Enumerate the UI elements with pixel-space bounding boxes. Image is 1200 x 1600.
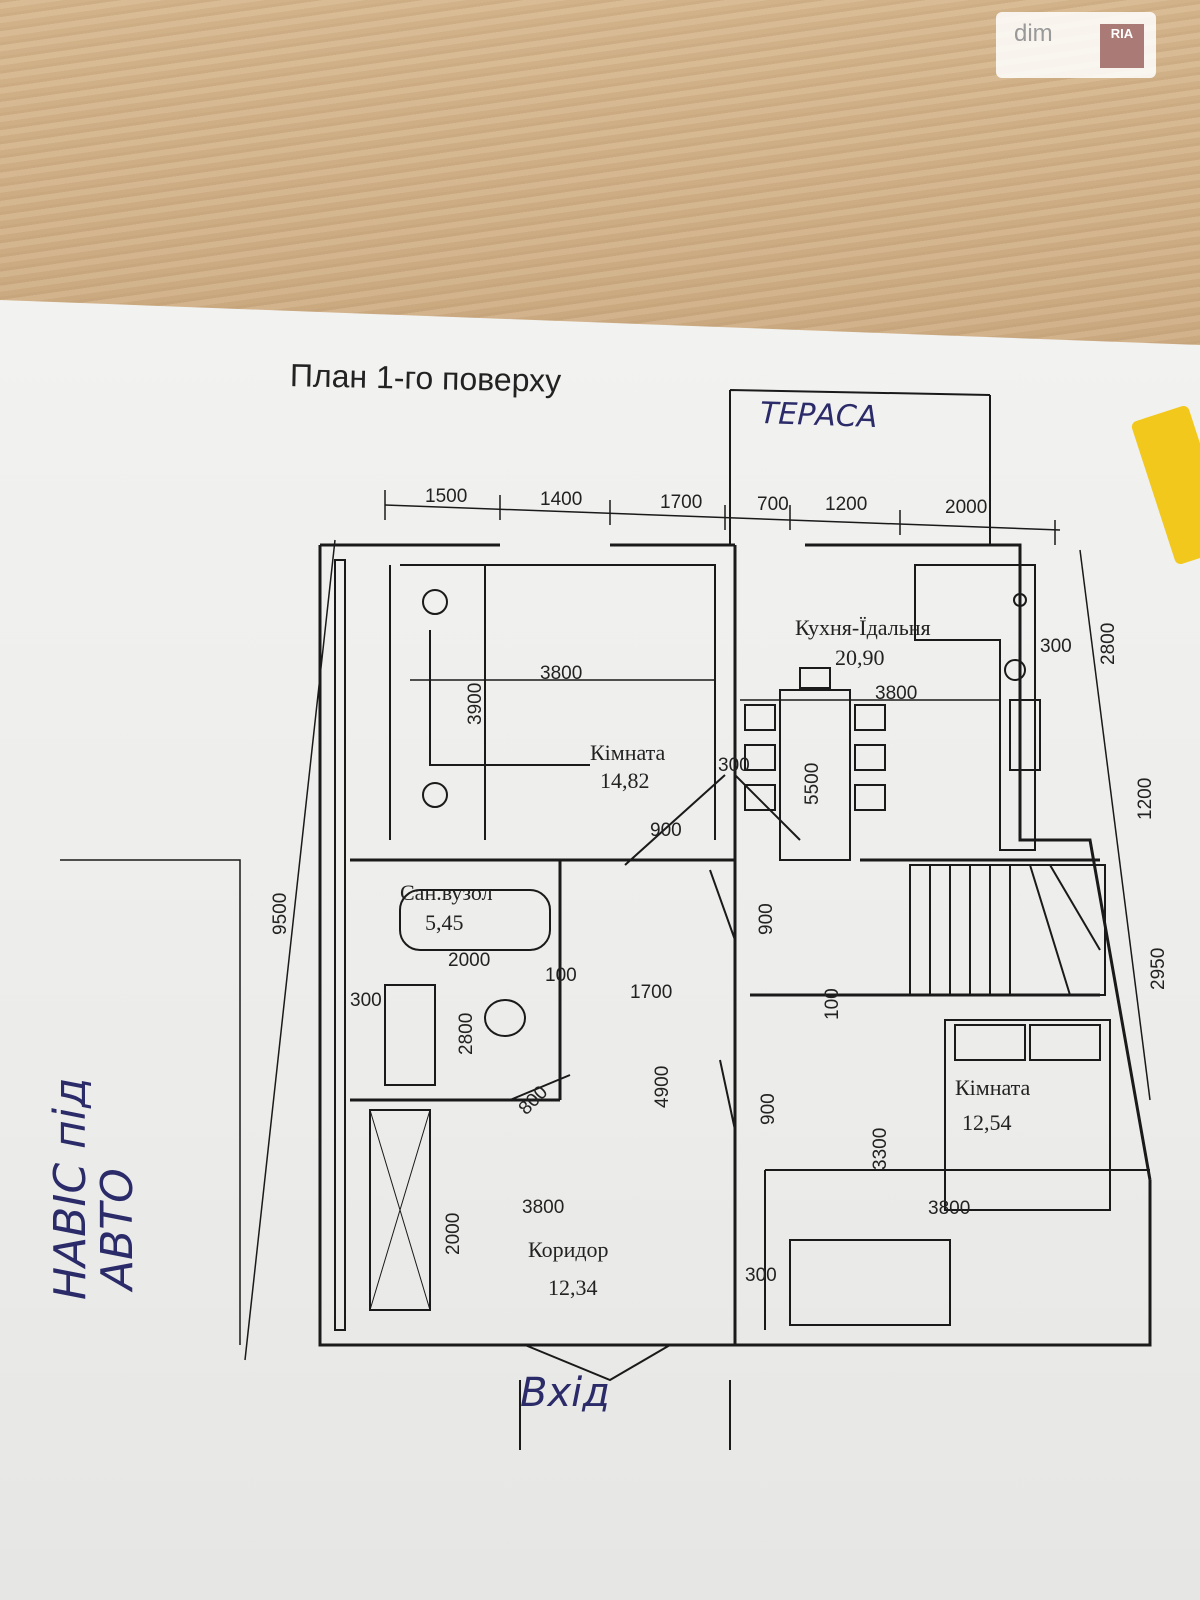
paper-sheet (0, 300, 1200, 1600)
watermark-badge: RIA (1100, 24, 1144, 68)
terrace-label: ТЕРАСА (759, 395, 878, 436)
dim-2000-closet: 2000 (443, 1212, 464, 1255)
carport-label-line2: АВТО (92, 1168, 143, 1290)
dim-3900: 3900 (465, 682, 486, 725)
dim-900-b: 900 (756, 903, 777, 935)
dim-2000-bath: 2000 (448, 950, 491, 971)
dim-top-3: 1700 (660, 492, 703, 513)
corridor-area: 12,34 (548, 1275, 598, 1300)
dim-300-d: 300 (745, 1265, 777, 1286)
dim-5500: 5500 (802, 762, 823, 805)
room1-area: 14,82 (600, 768, 650, 793)
dim-900-c: 900 (758, 1093, 779, 1125)
dim-100-a: 100 (545, 965, 577, 986)
entrance-label: Вхід (520, 1370, 610, 1416)
dim-300-c: 300 (350, 990, 382, 1011)
bath-name: Сан.вузол (400, 880, 493, 905)
dim-3800-kitchen: 3800 (875, 683, 918, 704)
dim-top-2: 1400 (540, 489, 583, 510)
dim-2800-right: 2800 (1098, 622, 1119, 665)
dim-1700: 1700 (630, 982, 673, 1003)
dim-1200-right: 1200 (1135, 777, 1156, 820)
kitchen-area: 20,90 (835, 645, 885, 670)
kitchen-name: Кухня-Їдальня (795, 615, 931, 640)
dim-3300: 3300 (870, 1127, 891, 1170)
dim-top-6: 2000 (945, 497, 988, 518)
carport-label-line1: НАВІС під (45, 1077, 96, 1300)
dim-100-b: 100 (822, 988, 843, 1020)
dim-2800-bath: 2800 (456, 1012, 477, 1055)
dim-300-b: 300 (1040, 636, 1072, 657)
room1-name: Кімната (590, 740, 666, 765)
watermark-text: dim (1014, 20, 1053, 47)
dim-4900: 4900 (652, 1065, 673, 1108)
dim-2950: 2950 (1148, 947, 1169, 990)
dim-3800-corridor: 3800 (522, 1197, 565, 1218)
room2-area: 12,54 (962, 1110, 1012, 1135)
plan-title: План 1-го поверху (289, 357, 562, 399)
dim-3800-room2: 3800 (928, 1198, 971, 1219)
dim-900-a: 900 (650, 820, 682, 841)
watermark-logo: dim RIA (996, 12, 1156, 78)
dim-top-1: 1500 (425, 486, 468, 507)
dim-3800-room1: 3800 (540, 663, 583, 684)
room2-name: Кімната (955, 1075, 1031, 1100)
dim-top-4: 700 (757, 494, 789, 515)
dim-top-5: 1200 (825, 494, 868, 515)
dim-9500: 9500 (270, 892, 291, 935)
corridor-name: Коридор (528, 1237, 609, 1262)
bath-area: 5,45 (425, 910, 464, 935)
dim-300-a: 300 (718, 755, 750, 776)
